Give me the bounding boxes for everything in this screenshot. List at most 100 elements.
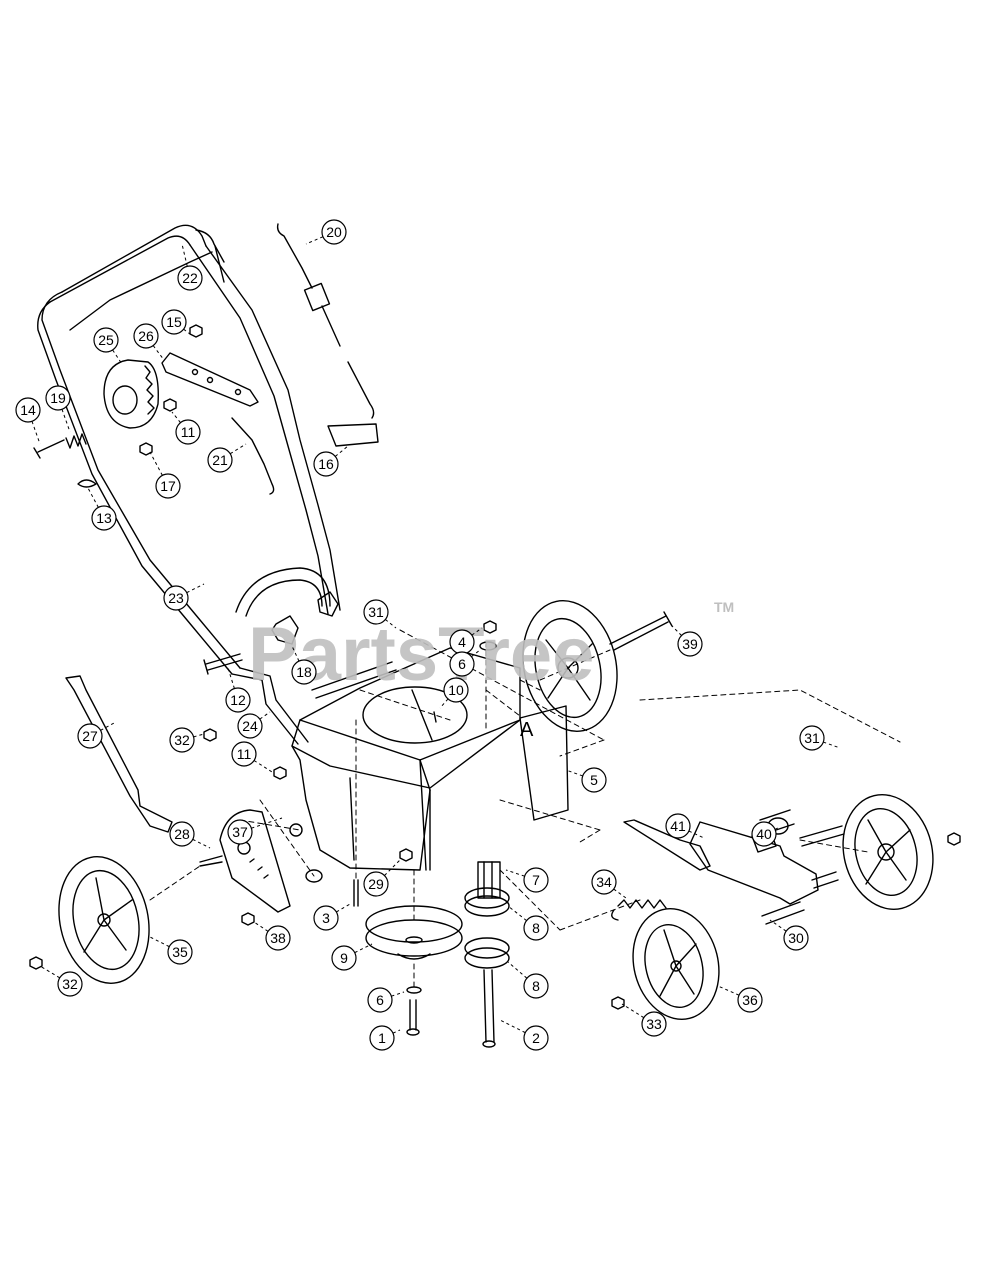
callout-label: 9 (340, 950, 348, 966)
callout-label: 19 (50, 390, 66, 406)
callout-1: 1 (369, 1025, 401, 1051)
callout-label: 31 (804, 730, 820, 746)
callout-circle (161, 309, 187, 335)
callout-label: 20 (326, 224, 342, 240)
axle-assembly (623, 809, 839, 925)
callout-24: 24 (237, 711, 271, 739)
axle-rods-31 (311, 661, 845, 847)
callout-29: 29 (363, 859, 401, 897)
callout-circle (363, 599, 389, 625)
callout-leader (100, 721, 117, 731)
callout-circle (93, 327, 119, 353)
callout-leader (253, 760, 273, 773)
callout-15: 15 (161, 309, 191, 335)
callout-label: 38 (270, 930, 286, 946)
callout-leader (334, 445, 349, 457)
callout-circle (163, 585, 189, 611)
callout-leader (186, 583, 205, 594)
cover-16 (327, 423, 379, 447)
deck-frame (291, 647, 521, 871)
spacer-7 (477, 861, 501, 899)
callout-label: 31 (368, 604, 384, 620)
callout-32: 32 (169, 727, 205, 753)
callout-leader (471, 649, 481, 658)
callout-31: 31 (799, 725, 841, 751)
callout-label: 1 (378, 1030, 386, 1046)
callout-leader (31, 421, 41, 445)
callout-label: 37 (232, 824, 248, 840)
callout-label: 30 (788, 930, 804, 946)
callout-34: 34 (591, 869, 627, 899)
callout-leader (671, 625, 682, 636)
callout-8: 8 (507, 961, 549, 999)
callout-leader (391, 991, 405, 997)
callout-circle (231, 741, 257, 767)
callout-circle (237, 713, 263, 739)
callout-circle (783, 925, 809, 951)
callout-12: 12 (225, 667, 251, 713)
callout-leader (505, 869, 525, 877)
callout-11: 11 (231, 741, 273, 773)
callout-circle (443, 677, 469, 703)
callout-leader (392, 1029, 401, 1034)
callout-circle (91, 505, 117, 531)
callout-circle (225, 687, 251, 713)
callout-circle (45, 385, 71, 411)
callout-leader (507, 905, 527, 921)
callout-label: 7 (532, 872, 540, 888)
callout-circle (369, 1025, 395, 1051)
wheel-35 (58, 856, 150, 984)
reference-lines (149, 629, 901, 991)
callout-circle (169, 821, 195, 847)
callout-leader (823, 741, 841, 749)
bracket-28 (199, 809, 291, 913)
callout-label: 33 (646, 1016, 662, 1032)
callout-10: 10 (439, 677, 469, 709)
callout-label: 6 (458, 656, 466, 672)
callout-leader (87, 487, 99, 508)
callout-label: 15 (166, 314, 182, 330)
callout-circle (331, 945, 357, 971)
callout-leader (621, 1003, 645, 1019)
callout-label: 35 (172, 944, 188, 960)
callout-leader (565, 769, 583, 777)
callout-21: 21 (207, 443, 247, 473)
callout-label: 26 (138, 328, 154, 344)
callout-leader (385, 619, 397, 629)
callout-label: 13 (96, 510, 112, 526)
callout-28: 28 (169, 821, 211, 849)
callout-circle (665, 813, 691, 839)
callout-circle (449, 651, 475, 677)
callout-13: 13 (87, 487, 117, 531)
callout-27: 27 (77, 721, 117, 749)
callout-label: 17 (160, 478, 176, 494)
callout-circle (313, 905, 339, 931)
callout-11: 11 (171, 411, 201, 445)
callout-31: 31 (363, 599, 397, 629)
callout-label: 10 (448, 682, 464, 698)
callout-label: 27 (82, 728, 98, 744)
callout-label: 5 (590, 772, 598, 788)
watermark-trademark: TM (714, 599, 734, 615)
callout-label: 4 (458, 634, 466, 650)
callout-label: 29 (368, 876, 384, 892)
callout-label: 34 (596, 874, 612, 890)
callout-3: 3 (313, 903, 351, 931)
callout-circle (167, 939, 193, 965)
pulley-9 (365, 905, 463, 960)
callout-label: 8 (532, 920, 540, 936)
callout-circle (133, 323, 159, 349)
wheel-rear-right (522, 600, 618, 732)
callout-6: 6 (449, 649, 481, 677)
callout-26: 26 (133, 323, 165, 361)
control-plate (161, 352, 259, 407)
plate-5 (519, 705, 569, 821)
callout-leader (499, 1019, 526, 1034)
callout-14: 14 (15, 397, 41, 445)
callout-leader (171, 411, 181, 423)
callout-label: 23 (168, 590, 184, 606)
callout-22: 22 (177, 243, 203, 291)
callout-leader (253, 921, 269, 932)
callout-label: 39 (682, 636, 698, 652)
